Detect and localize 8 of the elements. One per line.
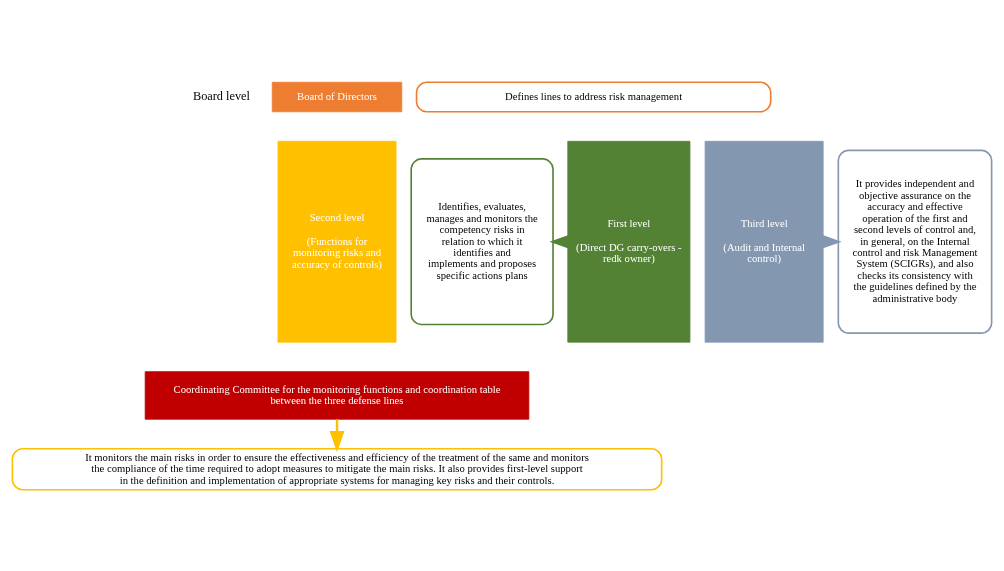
node-box: Board of Directors: [271, 81, 403, 112]
node-box: It provides independent and objective assurance on the accuracy and effective operation of the first and second levels of control and, in general, on the Internal control and risk Management System (SCIGRs), and also checks its consistency with the guidelines defined by the administrative body: [837, 149, 993, 334]
node-box: Identifies, evaluates, manages and monitors the competency risks in relation to which it identifies and implements and proposes specific actions plans: [410, 157, 554, 325]
node-box: It monitors the main risks in order to ensure the effectiveness and efficiency of the treatment of the same and monitors the compliance of the time required to adopt measures to mitigate the main risks. It also provides first-level support in the definition and implementation of appropriate systems for managing key risks and their controls.: [11, 447, 663, 491]
label: Board level: [192, 88, 250, 103]
node-box: Coordinating Committee for the monitoring functions and coordination table between the three defense lines: [144, 370, 530, 420]
node-box: Defines lines to address risk management: [415, 80, 772, 113]
node-box: Second level (Functions for monitoring risks and accuracy of controls): [277, 140, 397, 343]
